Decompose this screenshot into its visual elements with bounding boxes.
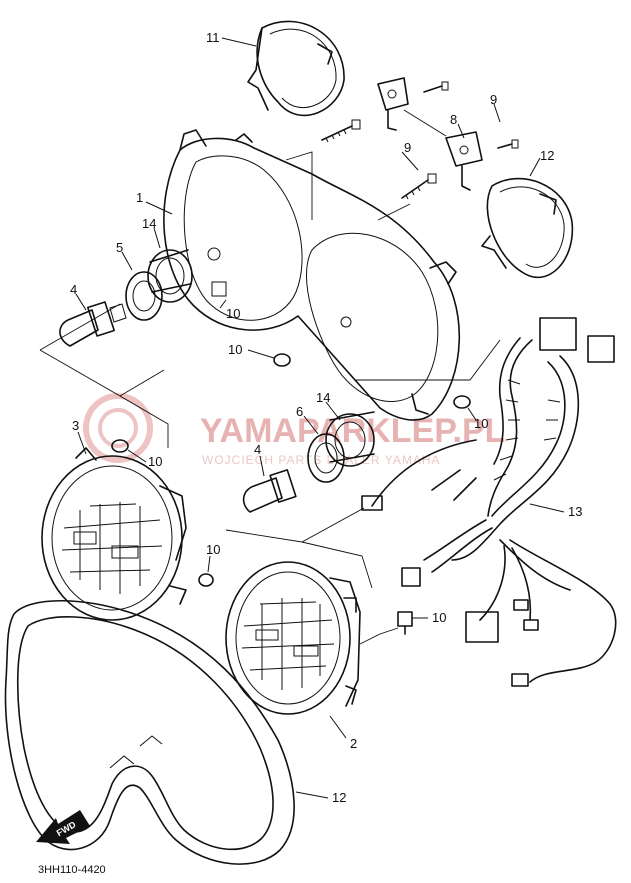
screws-7 [423,81,519,149]
callout-6: 8 [450,112,457,127]
bulb-socket-lower [307,411,375,483]
assembly-lines [39,303,501,645]
part-code: 3HH110-4420 [38,864,106,876]
callout-13: 13 [568,504,582,519]
bolts-8 [321,119,437,200]
watermark-sub: WOJCIECH PARTS DEALER YAMAHA [202,453,441,467]
bracket-6 [377,77,483,191]
callout-9-lower: 10 [432,610,446,625]
callout-14-upper: 14 [142,216,156,231]
callout-5-upper: 5 [116,240,123,255]
headlight-bezel [4,599,295,865]
relay-9-lower [397,611,413,635]
watermark: YAMAPARKLEP.PL WOJCIECH PARTS DEALER YAM… [83,393,505,467]
callout-14-lower: 14 [316,390,330,405]
wiring-harness [401,317,617,687]
grommets-10 [111,353,471,587]
callout-labels: 11 9 8 9 12 1 14 5 4 10 10 14 6 10 3 10 … [70,30,582,805]
leader-lines [75,37,565,799]
callout-8: 9 [404,140,411,155]
callout-7: 9 [490,92,497,107]
callout-12-left: 11 [206,30,220,45]
callout-11: 12 [332,790,346,805]
headlight-rim-left [247,20,345,117]
headlight-unit-left [41,447,187,621]
forward-arrow-icon: FWD [36,810,90,844]
bulb-socket-upper [125,249,227,321]
callout-10-right: 10 [474,416,488,431]
callout-3: 3 [72,418,79,433]
callout-10-left: 10 [148,454,162,469]
callout-12-right: 12 [540,148,554,163]
callout-10-lower: 10 [206,542,220,557]
callout-2: 2 [350,736,357,751]
headlight-unit-right [225,561,361,715]
bulb-upper [59,301,127,347]
callout-9-upper: 10 [226,306,240,321]
callout-1: 1 [136,190,143,205]
bulb-lower [242,469,297,513]
watermark-main: YAMAPARKLEP.PL [200,412,505,450]
callout-4-lower: 4 [254,442,261,457]
callout-10-upper: 10 [228,342,242,357]
callout-4-upper: 4 [70,282,77,297]
headlight-housing [163,129,461,421]
headlight-rim-right [481,177,574,279]
callout-5-lower: 6 [296,404,303,419]
connector-pigtail [361,439,477,511]
